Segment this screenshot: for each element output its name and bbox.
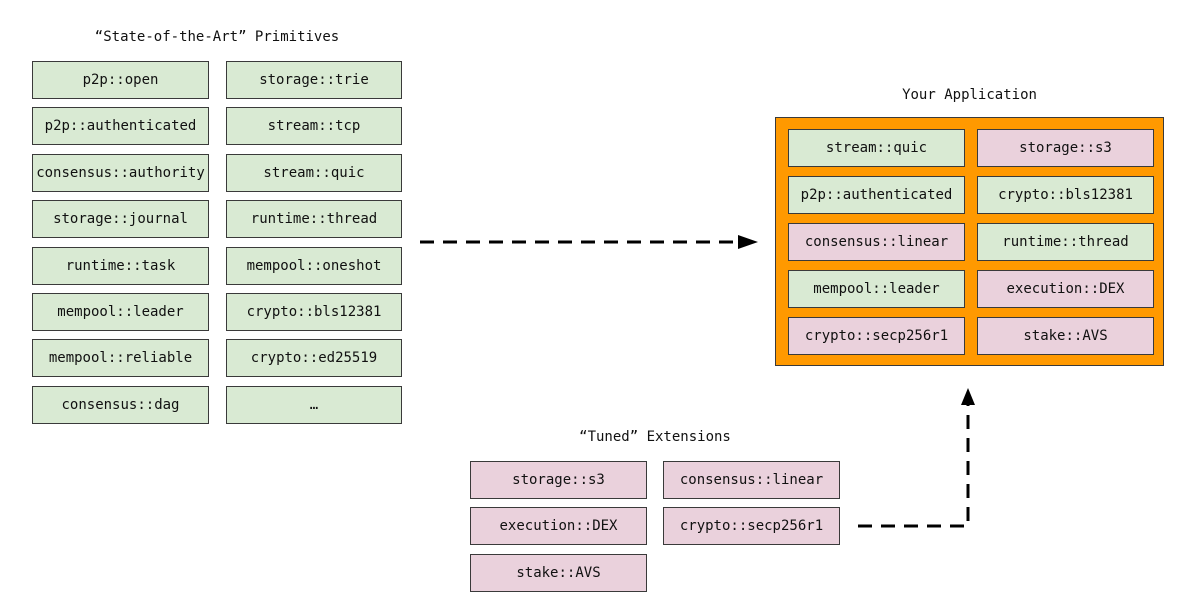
application-module: consensus::linear xyxy=(788,223,965,261)
application-module: stake::AVS xyxy=(977,317,1154,355)
primitive-box: runtime::task xyxy=(32,247,209,285)
application-module: execution::DEX xyxy=(977,270,1154,308)
application-module: stream::quic xyxy=(788,129,965,167)
extensions-title: “Tuned” Extensions xyxy=(579,429,731,445)
primitive-box: stream::tcp xyxy=(226,107,402,145)
extension-box: execution::DEX xyxy=(470,507,647,545)
application-title: Your Application xyxy=(902,87,1037,103)
application-module: p2p::authenticated xyxy=(788,176,965,214)
primitive-box: mempool::leader xyxy=(32,293,209,331)
primitive-box: p2p::open xyxy=(32,61,209,99)
application-module: mempool::leader xyxy=(788,270,965,308)
primitives-to-application-arrow xyxy=(420,235,758,249)
primitive-box: p2p::authenticated xyxy=(32,107,209,145)
extension-box: storage::s3 xyxy=(470,461,647,499)
primitive-box: stream::quic xyxy=(226,154,402,192)
primitive-box: mempool::reliable xyxy=(32,339,209,377)
extensions-to-application-arrow xyxy=(858,388,975,528)
primitive-box: crypto::ed25519 xyxy=(226,339,402,377)
primitives-title: “State-of-the-Art” Primitives xyxy=(94,29,340,45)
application-module: crypto::secp256r1 xyxy=(788,317,965,355)
primitive-box: consensus::authority xyxy=(32,154,209,192)
primitive-box: storage::journal xyxy=(32,200,209,238)
application-module: crypto::bls12381 xyxy=(977,176,1154,214)
primitive-box: crypto::bls12381 xyxy=(226,293,402,331)
extension-box: crypto::secp256r1 xyxy=(663,507,840,545)
extension-box: stake::AVS xyxy=(470,554,647,592)
primitive-box: storage::trie xyxy=(226,61,402,99)
primitive-box: mempool::oneshot xyxy=(226,247,402,285)
extension-box: consensus::linear xyxy=(663,461,840,499)
primitive-box: … xyxy=(226,386,402,424)
primitive-box: consensus::dag xyxy=(32,386,209,424)
application-module: runtime::thread xyxy=(977,223,1154,261)
application-module: storage::s3 xyxy=(977,129,1154,167)
primitive-box: runtime::thread xyxy=(226,200,402,238)
